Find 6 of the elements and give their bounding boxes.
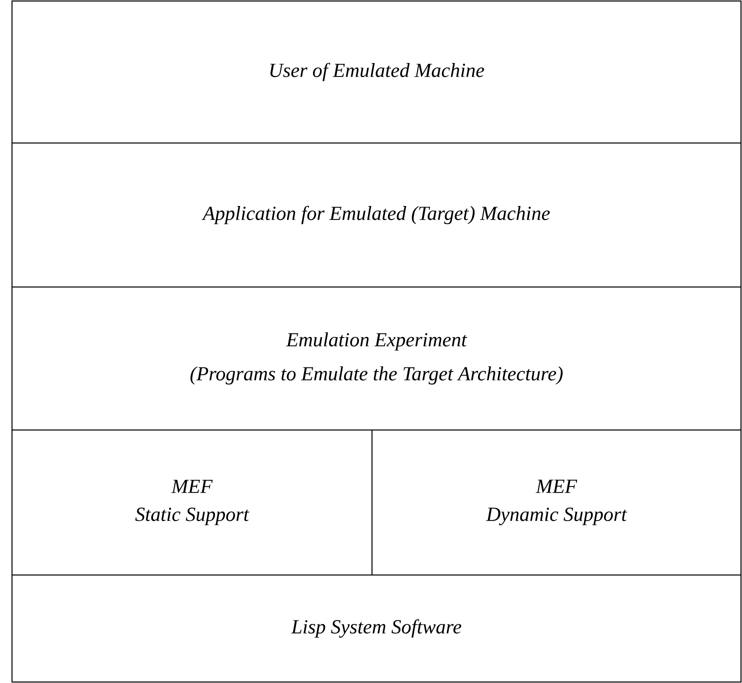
layer-band: Lisp System Software (12, 574, 742, 682)
layer-band: User of Emulated Machine (12, 0, 742, 144)
layer-band: Emulation Experiment (Programs to Emulate the Target Architecture) (12, 286, 742, 430)
support-cell: MEF Dynamic Support (372, 430, 742, 576)
support-cell: MEF Static Support (12, 430, 372, 576)
layer-band: Application for Emulated (Target) Machine (12, 142, 742, 288)
